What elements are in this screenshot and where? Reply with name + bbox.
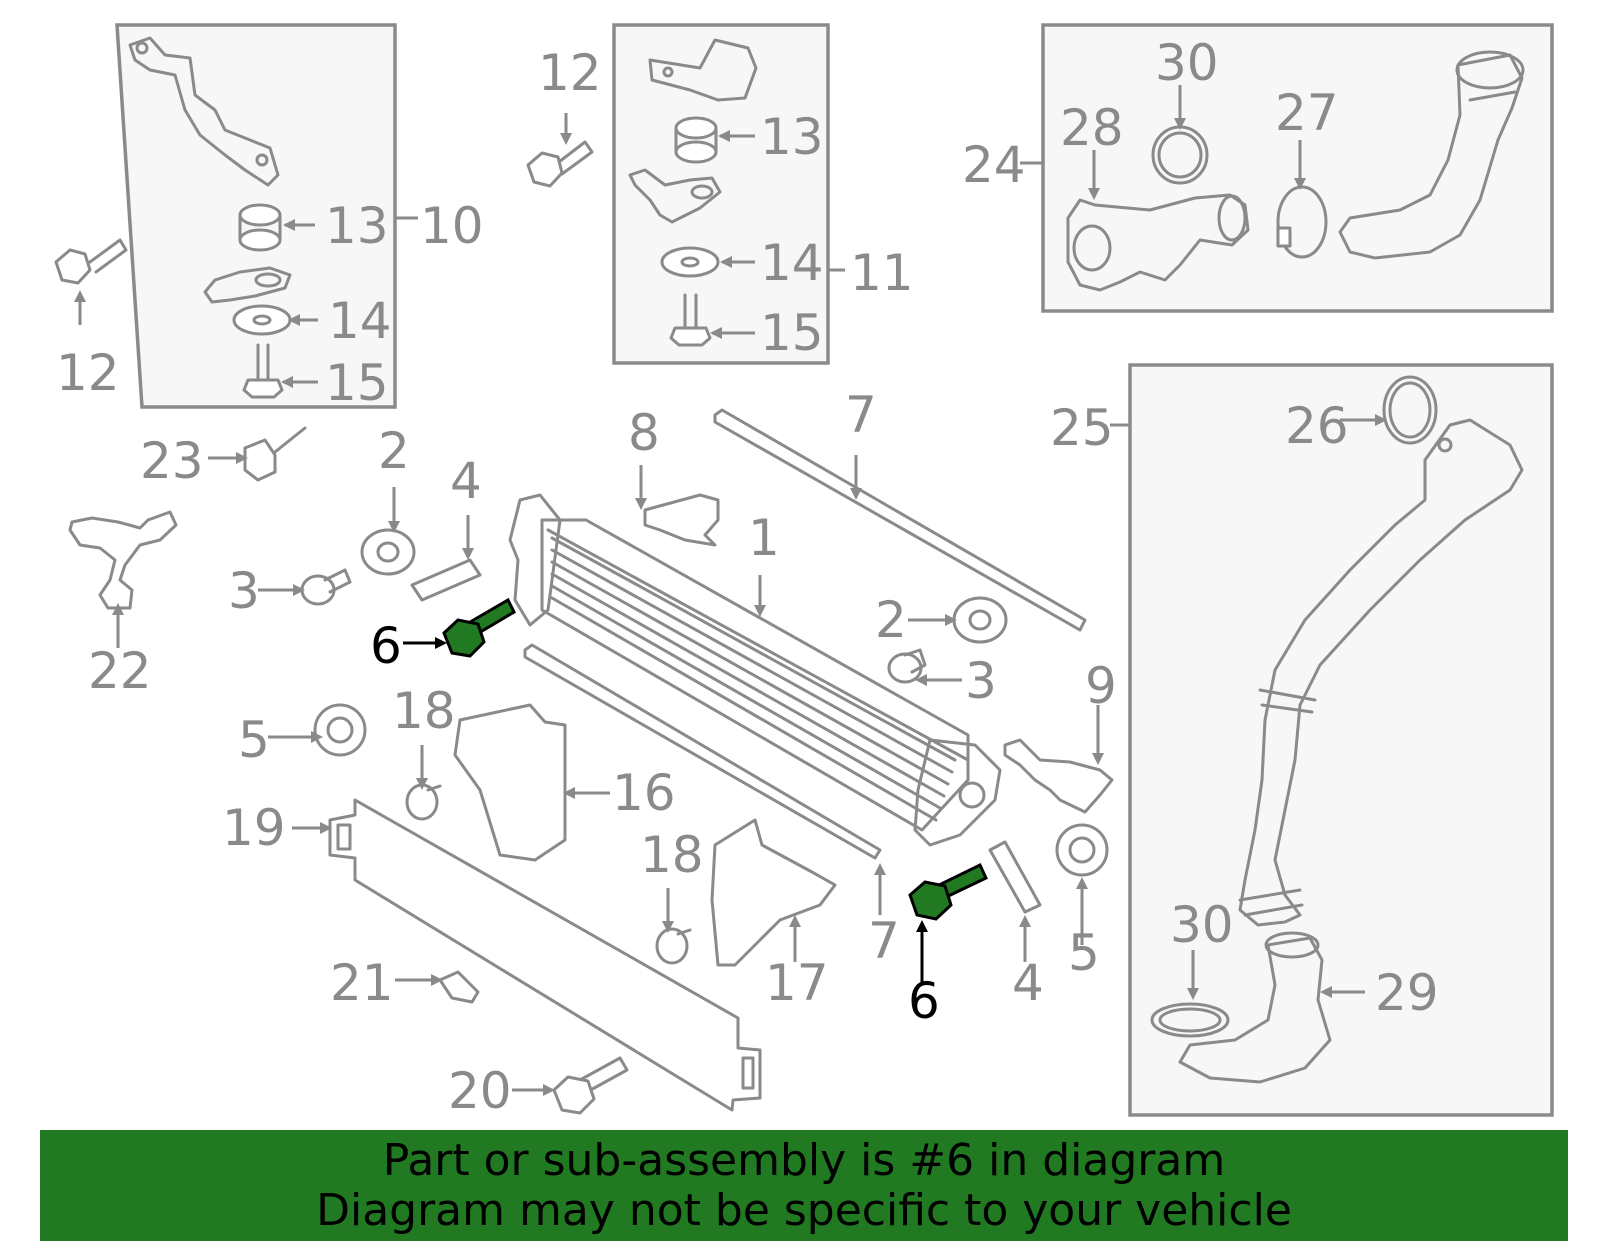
bolt-6b bbox=[908, 862, 988, 921]
callout-5b: 5 bbox=[1068, 924, 1100, 982]
push-clip-18b bbox=[655, 927, 692, 965]
sensor-23 bbox=[243, 426, 307, 482]
callout-18b: 18 bbox=[640, 826, 704, 884]
bolt-6a bbox=[442, 597, 516, 658]
callout-4b: 4 bbox=[1012, 954, 1044, 1012]
outlet-tube-28 bbox=[1066, 193, 1250, 292]
seal-strip-7b bbox=[523, 643, 882, 860]
seal-strip-7a bbox=[713, 408, 1087, 632]
callout-24: 24 bbox=[962, 136, 1026, 194]
bracket-11 bbox=[648, 38, 758, 102]
callout-16: 16 bbox=[612, 764, 676, 822]
bracket-10 bbox=[128, 36, 280, 187]
callout-22: 22 bbox=[88, 642, 152, 700]
washer-14b bbox=[660, 246, 720, 278]
callout-3b: 3 bbox=[965, 652, 997, 710]
callout-27: 27 bbox=[1275, 84, 1339, 142]
callout-14a: 14 bbox=[328, 292, 392, 350]
nut-5b bbox=[1055, 823, 1109, 877]
insulator-2a bbox=[360, 528, 416, 576]
callout-23: 23 bbox=[140, 432, 204, 490]
arrowhead-6b bbox=[916, 920, 928, 932]
callout-17: 17 bbox=[765, 954, 829, 1012]
panel-19 bbox=[328, 798, 762, 1112]
callout-14b: 14 bbox=[760, 234, 824, 292]
callout-1: 1 bbox=[748, 509, 780, 567]
banner-line-2: Diagram may not be specific to your vehi… bbox=[316, 1184, 1292, 1236]
intercooler-1 bbox=[508, 493, 1002, 847]
callout-12a: 12 bbox=[56, 344, 120, 402]
callout-5a: 5 bbox=[238, 711, 270, 769]
callout-19: 19 bbox=[222, 799, 286, 857]
callout-15b: 15 bbox=[760, 304, 824, 362]
callout-9: 9 bbox=[1085, 657, 1117, 715]
air-deflector-17 bbox=[710, 818, 837, 967]
arrowhead-6a bbox=[435, 637, 447, 649]
air-deflector-16 bbox=[453, 703, 567, 862]
stud-15b bbox=[669, 293, 712, 347]
clamp-27 bbox=[1276, 185, 1328, 259]
callout-18a: 18 bbox=[392, 682, 456, 740]
callout-21: 21 bbox=[330, 954, 394, 1012]
inset-box-24 bbox=[1041, 23, 1554, 313]
clip-bracket-11 bbox=[628, 168, 722, 224]
inset-box-11 bbox=[612, 23, 830, 365]
arrowheads bbox=[74, 118, 1387, 1096]
callout-7b: 7 bbox=[868, 912, 900, 970]
callout-3a: 3 bbox=[228, 562, 260, 620]
o-ring-30b bbox=[1150, 1002, 1230, 1038]
nut-5a bbox=[313, 703, 367, 757]
callout-30b: 30 bbox=[1170, 896, 1234, 954]
callout-15a: 15 bbox=[325, 354, 389, 412]
bracket-8 bbox=[643, 493, 720, 547]
sensor-22 bbox=[68, 510, 178, 610]
pipe-25 bbox=[1238, 418, 1524, 927]
callout-10: 10 bbox=[420, 197, 484, 255]
clip-21 bbox=[438, 970, 480, 1004]
washer-14a bbox=[232, 304, 292, 336]
callout-25: 25 bbox=[1050, 399, 1114, 457]
info-banner: Part or sub-assembly is #6 in diagram Di… bbox=[40, 1130, 1568, 1241]
bolt-20 bbox=[552, 1056, 629, 1115]
callout-7a: 7 bbox=[845, 386, 877, 444]
insulator-13a bbox=[238, 203, 282, 252]
bolt-12b bbox=[526, 140, 594, 188]
sleeve-4a bbox=[410, 558, 482, 602]
callout-13a: 13 bbox=[325, 197, 389, 255]
callout-13b: 13 bbox=[760, 108, 824, 166]
callout-4a: 4 bbox=[450, 452, 482, 510]
insulator-13b bbox=[674, 116, 718, 164]
bracket-9 bbox=[1003, 738, 1114, 814]
callout-2a: 2 bbox=[378, 422, 410, 480]
callout-11: 11 bbox=[850, 244, 914, 302]
clip-bracket-10 bbox=[203, 266, 292, 304]
callout-29: 29 bbox=[1375, 964, 1439, 1022]
stud-15a bbox=[242, 343, 284, 399]
callout-20: 20 bbox=[448, 1062, 512, 1120]
o-ring-26 bbox=[1382, 375, 1438, 445]
callout-12b: 12 bbox=[538, 44, 602, 102]
pin-3b bbox=[887, 648, 927, 684]
callout-26: 26 bbox=[1285, 397, 1349, 455]
callout-6b: 6 bbox=[908, 972, 940, 1030]
hose-24 bbox=[1338, 50, 1525, 260]
callout-8: 8 bbox=[628, 404, 660, 462]
callout-2b: 2 bbox=[875, 591, 907, 649]
bolt-12a bbox=[54, 238, 128, 285]
callout-28: 28 bbox=[1060, 99, 1124, 157]
callout-30a: 30 bbox=[1155, 34, 1219, 92]
banner-line-1: Part or sub-assembly is #6 in diagram bbox=[382, 1134, 1226, 1186]
push-clip-18a bbox=[405, 783, 442, 821]
inset-box-25 bbox=[1128, 363, 1554, 1117]
insulator-2b bbox=[952, 596, 1008, 644]
pin-3a bbox=[300, 568, 352, 606]
sleeve-4b bbox=[988, 840, 1042, 914]
callout-6a: 6 bbox=[370, 617, 402, 675]
elbow-29 bbox=[1178, 931, 1332, 1084]
